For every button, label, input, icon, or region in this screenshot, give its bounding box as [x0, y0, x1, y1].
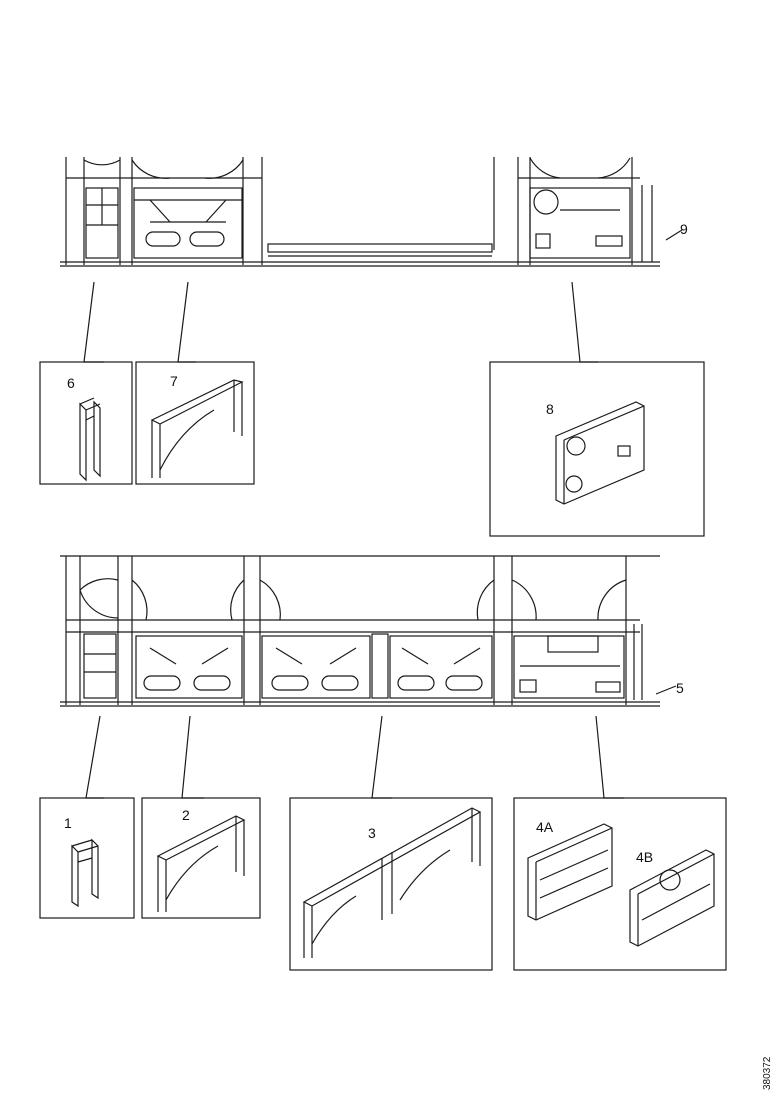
- bottom-chassis-view: [60, 555, 677, 707]
- detail-box-part-2: [141, 797, 261, 919]
- part-label-2: 2: [182, 807, 190, 823]
- drawing-code: 380372: [762, 1056, 773, 1090]
- top-chassis-view: [60, 157, 683, 267]
- part-label-4b: 4B: [636, 849, 653, 865]
- callout-5: 5: [676, 680, 684, 696]
- bottom-leader-lines: [85, 715, 624, 799]
- detail-box-part-1: [39, 797, 135, 919]
- part-label-3: 3: [368, 825, 376, 841]
- part-label-4a: 4A: [536, 819, 554, 835]
- part-label-1: 1: [64, 815, 72, 831]
- detail-box-part-8: [489, 361, 705, 537]
- part-label-8: 8: [546, 401, 554, 417]
- part-label-7: 7: [170, 373, 178, 389]
- callout-9: 9: [680, 221, 688, 237]
- detail-box-part-3: [289, 797, 493, 971]
- top-leader-lines: [83, 281, 598, 363]
- part-label-6: 6: [67, 375, 75, 391]
- detail-box-part-4: [513, 797, 727, 971]
- detail-box-part-7: [135, 361, 255, 485]
- detail-box-part-6: [39, 361, 133, 485]
